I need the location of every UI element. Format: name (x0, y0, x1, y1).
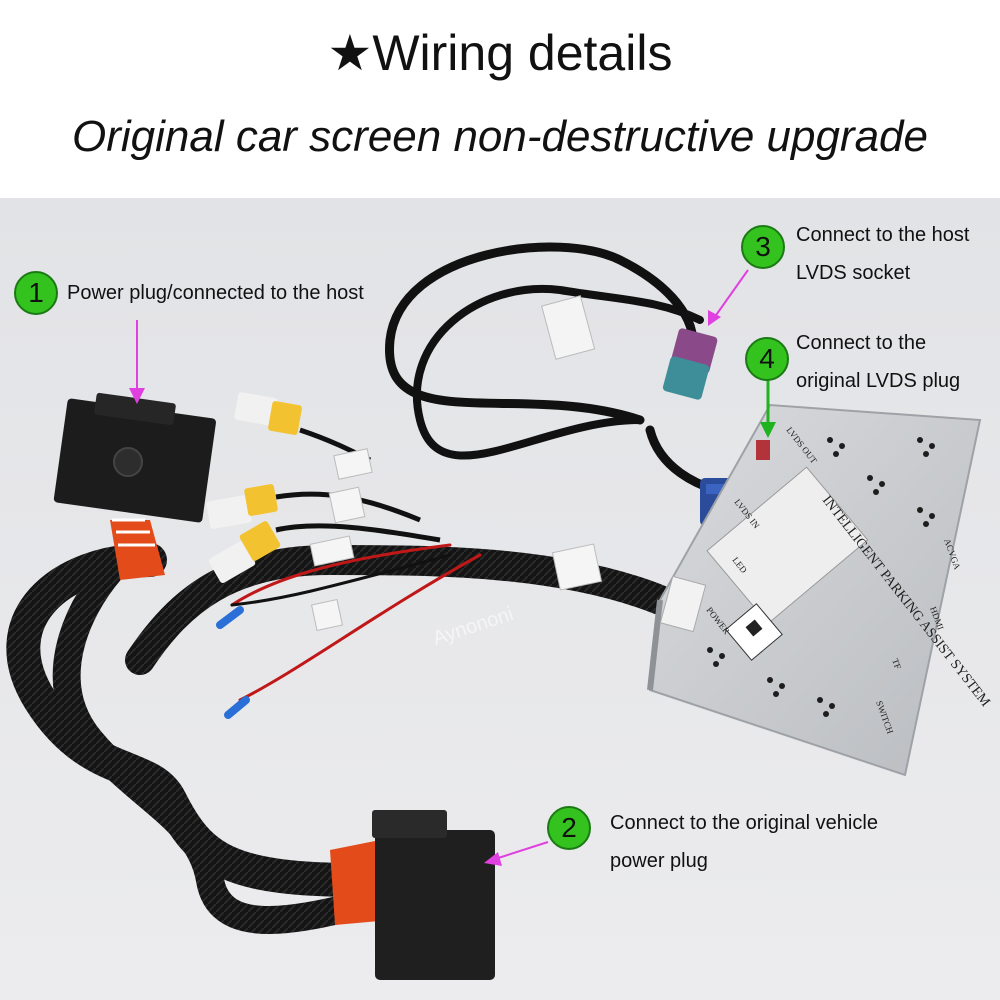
power-connector-vehicle (330, 810, 495, 980)
wire-labels (309, 448, 603, 632)
callout-4-line1: Connect to the (796, 332, 927, 354)
module-power-plug (659, 575, 707, 633)
header: ★Wiring details Original car screen non-… (0, 0, 1000, 198)
rca-connector-3 (208, 521, 441, 584)
wiring-photo: INTELLIGENT PARKING ASSIST SYSTEM LVDS O… (0, 198, 1000, 1000)
arrow-3 (708, 269, 749, 326)
page-subtitle: Original car screen non-destructive upgr… (71, 112, 928, 161)
callout-3-text: Connect to the host LVDS socket (796, 216, 969, 292)
callout-2-text: Connect to the original vehicle power pl… (610, 804, 878, 880)
arrow-2 (484, 841, 549, 866)
page-title-text: Wiring details (372, 25, 673, 81)
callout-3-line2: LVDS socket (796, 262, 911, 284)
callout-4-number: 4 (745, 337, 789, 381)
callout-1-number: 1 (14, 271, 58, 315)
callout-4-line2: original LVDS plug (796, 370, 961, 392)
callout-2-number: 2 (547, 806, 591, 850)
port-tf: TF (890, 657, 903, 670)
callout-3-line1: Connect to the host (796, 224, 970, 246)
callout-2-line2: power plug (610, 850, 708, 872)
callout-1-line1: Power plug/connected to the host (67, 282, 364, 304)
red-wires (216, 543, 482, 719)
callout-1-text: Power plug/connected to the host (67, 274, 364, 312)
page-title: ★Wiring details (0, 24, 1000, 82)
arrow-4 (760, 380, 776, 438)
callout-3-number: 3 (741, 225, 785, 269)
callout-4-text: Connect to the original LVDS plug (796, 324, 960, 400)
power-connector-host (53, 392, 216, 580)
callout-2-line1: Connect to the original vehicle (610, 812, 878, 834)
arrow-1 (129, 320, 145, 404)
rca-connector-2 (206, 484, 421, 529)
lvds-plug-host (662, 328, 718, 400)
cable-tag (541, 295, 596, 360)
star-icon: ★ (327, 25, 373, 81)
